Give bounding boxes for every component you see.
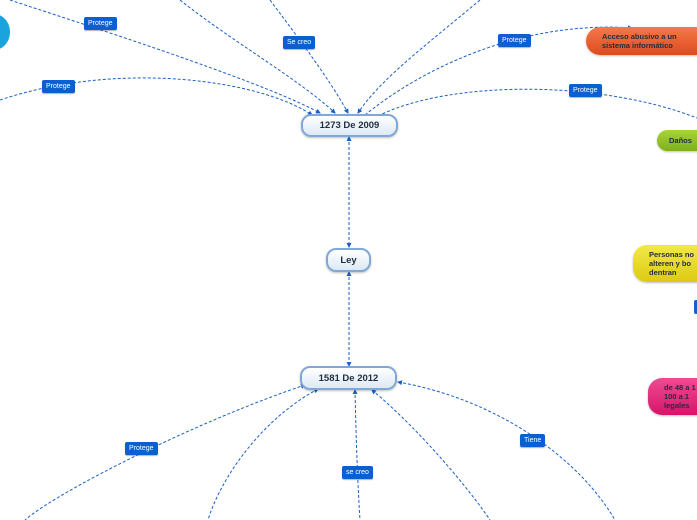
link-upper-3	[269, 0, 349, 114]
topic-acceso-abusivo-label: Acceso abusivo a un sistema informático	[602, 32, 677, 50]
tag-protege-top-left[interactable]: Protege	[84, 17, 117, 30]
topic-danos-label: Daños	[669, 136, 692, 145]
topic-multas[interactable]: de 48 a 1 100 a 1 legales	[648, 378, 697, 415]
topic-ley[interactable]: Ley	[326, 248, 371, 272]
tag-protege-acceso[interactable]: Protege	[498, 34, 531, 47]
topic-1273-de-2009[interactable]: 1273 De 2009	[301, 114, 398, 137]
topic-1581-de-2012-label: 1581 De 2012	[318, 372, 379, 384]
tag-protege-danos[interactable]: Protege	[569, 84, 602, 97]
link-upper-2	[179, 0, 336, 114]
link-upper-1	[9, 0, 321, 114]
topic-ley-label: Ley	[340, 254, 357, 266]
topic-1581-de-2012[interactable]: 1581 De 2012	[300, 366, 397, 390]
topic-acceso-abusivo[interactable]: Acceso abusivo a un sistema informático	[586, 27, 697, 55]
link-lower-1	[24, 383, 306, 520]
tag-tiene[interactable]: Tiene	[520, 434, 546, 447]
offscreen-node-blue	[694, 300, 697, 314]
link-upper-4	[357, 0, 481, 114]
link-lower-3	[352, 389, 361, 520]
tag-protege-left[interactable]: Protege	[42, 80, 75, 93]
tag-se-creo-bottom[interactable]: se creo	[342, 466, 373, 479]
tag-se-creo-top[interactable]: Se creo	[283, 36, 316, 49]
link-lower-2	[207, 388, 319, 520]
offscreen-node-cyan	[0, 14, 10, 50]
link-danos	[377, 88, 697, 119]
tag-protege-bottom[interactable]: Protege	[125, 442, 158, 455]
link-upper-5	[0, 77, 313, 116]
topic-danos[interactable]: Daños	[657, 130, 697, 151]
topic-multas-label: de 48 a 1 100 a 1 legales	[664, 383, 696, 410]
topic-personas-label: Personas no alteren y bo dentran	[649, 250, 695, 277]
link-lower-5	[397, 380, 616, 520]
topic-1273-de-2009-label: 1273 De 2009	[319, 120, 380, 131]
topic-personas[interactable]: Personas no alteren y bo dentran	[633, 245, 697, 282]
link-lower-4	[371, 389, 491, 520]
